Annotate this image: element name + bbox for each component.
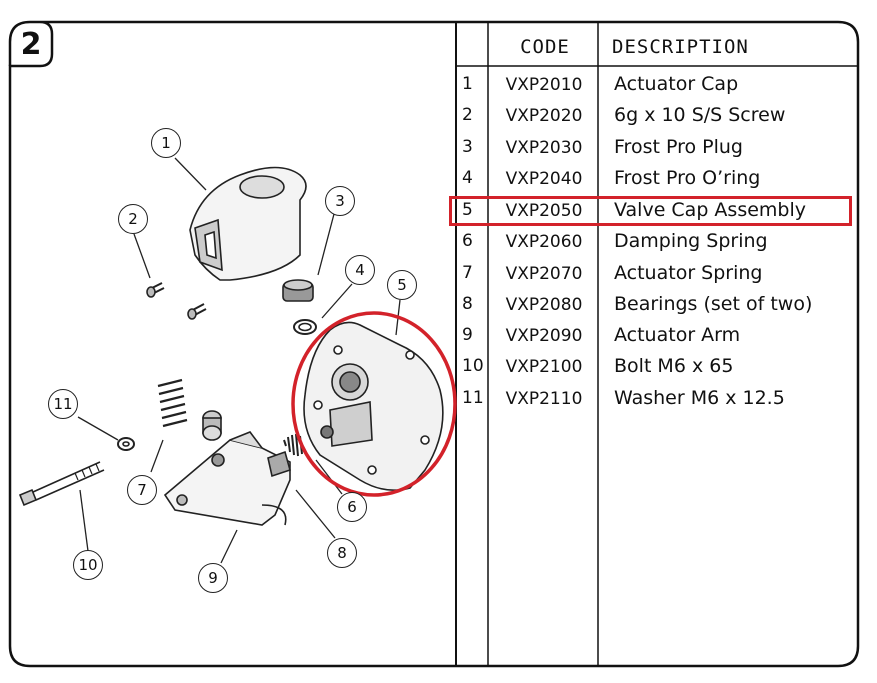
section-number-badge: 2 bbox=[20, 26, 42, 62]
callout-5: 5 bbox=[387, 270, 417, 300]
part-description: Actuator Arm bbox=[614, 324, 741, 346]
part-code: VXP2060 bbox=[505, 232, 583, 252]
leader-lines bbox=[77, 157, 401, 564]
bolt-part bbox=[18, 461, 105, 507]
callout-3: 3 bbox=[325, 186, 355, 216]
callout-9: 9 bbox=[198, 563, 228, 593]
part-description: Damping Spring bbox=[614, 230, 768, 252]
part-description: Bolt M6 x 65 bbox=[614, 355, 734, 377]
part-code: VXP2020 bbox=[505, 106, 583, 126]
part-code: VXP2100 bbox=[505, 357, 583, 377]
row-number: 4 bbox=[462, 168, 473, 188]
table-row: 10 VXP2100 Bolt M6 x 65 bbox=[458, 352, 856, 383]
code-column-header: CODE bbox=[520, 36, 570, 58]
table-row: 4 VXP2040 Frost Pro O’ring bbox=[458, 164, 856, 195]
callout-2: 2 bbox=[118, 204, 148, 234]
part-code: VXP2070 bbox=[505, 264, 583, 284]
frost-plug-part bbox=[282, 279, 314, 302]
row-number: 7 bbox=[462, 263, 473, 283]
part-description: Frost Pro Plug bbox=[614, 136, 743, 158]
callout-7: 7 bbox=[127, 475, 157, 505]
table-row: 11 VXP2110 Washer M6 x 12.5 bbox=[458, 384, 856, 415]
table-row: 6 VXP2060 Damping Spring bbox=[458, 227, 856, 258]
callout-10: 10 bbox=[73, 550, 103, 580]
highlight-circle bbox=[291, 311, 457, 497]
part-description: Bearings (set of two) bbox=[614, 293, 813, 315]
actuator-cap-part bbox=[189, 166, 307, 281]
part-code: VXP2080 bbox=[505, 295, 583, 315]
table-row: 3 VXP2030 Frost Pro Plug bbox=[458, 133, 856, 164]
table-row-highlighted: 5 VXP2050 Valve Cap Assembly bbox=[458, 196, 856, 227]
part-description: Frost Pro O’ring bbox=[614, 167, 761, 189]
part-description: Valve Cap Assembly bbox=[614, 199, 807, 221]
part-code: VXP2110 bbox=[505, 389, 583, 409]
part-description: 6g x 10 S/S Screw bbox=[614, 104, 786, 126]
callout-1: 1 bbox=[151, 128, 181, 158]
callout-6: 6 bbox=[337, 492, 367, 522]
screws-part bbox=[146, 282, 207, 320]
table-row: 7 VXP2070 Actuator Spring bbox=[458, 259, 856, 290]
row-number: 2 bbox=[462, 105, 473, 125]
table-row: 1 VXP2010 Actuator Cap bbox=[458, 70, 856, 101]
highlight-row-box bbox=[449, 196, 852, 226]
table-row: 2 VXP2020 6g x 10 S/S Screw bbox=[458, 101, 856, 132]
valve-cap-part bbox=[303, 321, 444, 491]
callout-4: 4 bbox=[345, 255, 375, 285]
callout-11: 11 bbox=[48, 389, 78, 419]
row-number: 3 bbox=[462, 137, 473, 157]
description-column-header: DESCRIPTION bbox=[612, 36, 749, 58]
row-number: 11 bbox=[462, 388, 484, 408]
callout-8: 8 bbox=[327, 538, 357, 568]
row-number: 9 bbox=[462, 325, 473, 345]
row-number: 10 bbox=[462, 356, 484, 376]
part-code: VXP2040 bbox=[505, 169, 583, 189]
part-code: VXP2050 bbox=[505, 201, 583, 221]
exploded-view-drawing bbox=[18, 157, 444, 564]
table-row: 8 VXP2080 Bearings (set of two) bbox=[458, 290, 856, 321]
actuator-spring-part bbox=[157, 378, 188, 428]
part-code: VXP2030 bbox=[505, 138, 583, 158]
part-description: Washer M6 x 12.5 bbox=[614, 387, 785, 409]
part-code: VXP2010 bbox=[505, 75, 583, 95]
row-number: 8 bbox=[462, 294, 473, 314]
bearing-part bbox=[202, 410, 222, 441]
part-code: VXP2090 bbox=[505, 326, 583, 346]
damping-spring-part bbox=[283, 433, 303, 457]
actuator-arm-part bbox=[163, 431, 291, 526]
part-description: Actuator Spring bbox=[614, 262, 763, 284]
table-row: 9 VXP2090 Actuator Arm bbox=[458, 321, 856, 352]
part-description: Actuator Cap bbox=[614, 73, 739, 95]
row-number: 5 bbox=[462, 200, 473, 220]
row-number: 1 bbox=[462, 74, 473, 94]
row-number: 6 bbox=[462, 231, 473, 251]
